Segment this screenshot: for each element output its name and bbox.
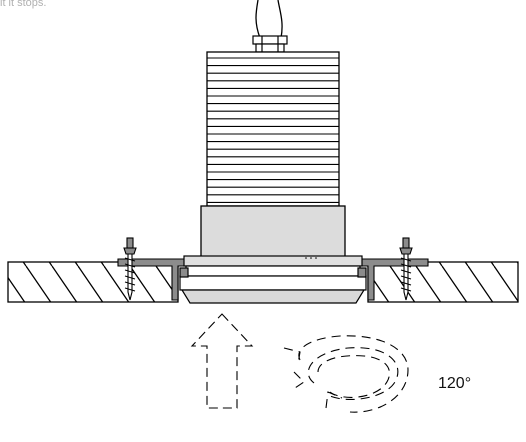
rotation-angle-label: 120°: [438, 375, 472, 392]
screw-thread: [400, 257, 412, 262]
screw-left: [123, 237, 137, 301]
screw-thread: [400, 281, 412, 286]
cable-wires: [255, 0, 283, 39]
screw-thread: [124, 281, 136, 286]
device-body-fins: [206, 51, 340, 207]
caption-text: it it stops.: [0, 0, 47, 9]
screw-thread: [400, 269, 412, 274]
screw-thread: [124, 287, 136, 292]
screw-thread: [124, 257, 136, 262]
cable-gland: [252, 35, 288, 53]
screw-thread: [400, 275, 412, 280]
ceiling-panel-right: [367, 261, 519, 303]
screw-thread: [124, 269, 136, 274]
screw-thread: [400, 263, 412, 268]
small-dots: [305, 257, 317, 259]
screw-right: [399, 237, 413, 301]
screw-thread: [124, 275, 136, 280]
trim-ring: [179, 255, 367, 304]
up-arrow-dashed-icon: [190, 313, 254, 409]
screw-thread: [124, 263, 136, 268]
screw-thread: [400, 287, 412, 292]
device-base: [200, 205, 346, 259]
ceiling-panel-left: [7, 261, 179, 303]
rotate-dashed-icon: [283, 335, 409, 413]
